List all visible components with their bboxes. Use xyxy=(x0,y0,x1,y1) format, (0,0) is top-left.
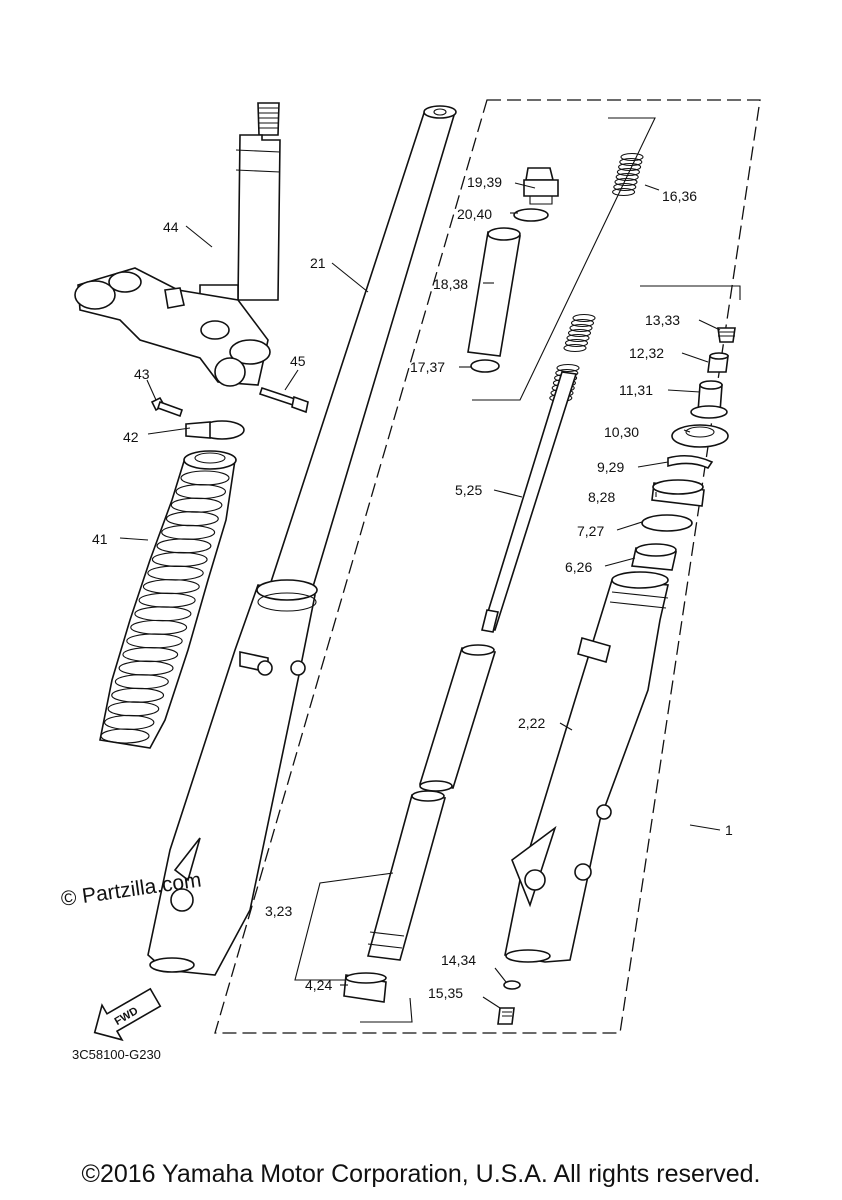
spring-coil xyxy=(616,167,640,177)
callout-4: 4,24 xyxy=(305,977,332,993)
spacer-18 xyxy=(467,227,521,357)
callout-43: 43 xyxy=(134,366,150,382)
subassembly-bracket-3 xyxy=(294,872,394,981)
copyright-footer: ©2016 Yamaha Motor Corporation, U.S.A. A… xyxy=(81,1160,761,1188)
leader-lines xyxy=(119,182,721,1009)
fork-boot xyxy=(99,450,237,749)
callout-5: 5,25 xyxy=(455,482,482,498)
spring-coil xyxy=(563,343,587,353)
callout-44: 44 xyxy=(163,219,179,235)
spring-coil xyxy=(615,172,639,182)
assembly-boundary xyxy=(214,99,761,1034)
spring-coil xyxy=(619,157,643,167)
spring-coil xyxy=(556,363,580,373)
subassembly-bracket-upper xyxy=(472,117,656,401)
boot-ribs xyxy=(100,470,230,744)
callout-3: 3,23 xyxy=(265,903,292,919)
washer-17 xyxy=(470,359,500,373)
callout-8: 8,28 xyxy=(588,489,615,505)
callout-16: 16,36 xyxy=(662,188,697,204)
callout-11: 11,31 xyxy=(619,382,653,398)
spring-coil xyxy=(572,313,596,323)
dust-seal-10 xyxy=(671,424,729,448)
bushing-11 xyxy=(690,380,728,419)
pinch-bolt-45 xyxy=(258,386,309,414)
boot-clamp-42 xyxy=(185,420,245,440)
spring-coil xyxy=(613,182,637,192)
callout-10: 10,30 xyxy=(604,424,639,440)
callout-18: 18,38 xyxy=(433,276,468,292)
clip-9 xyxy=(667,454,714,470)
cap-bolt-19 xyxy=(523,167,559,205)
spring-coil xyxy=(612,187,636,197)
damper-cylinder-upper xyxy=(418,644,497,792)
callout-19: 19,39 xyxy=(467,174,502,190)
inner-tube xyxy=(268,105,457,591)
diagram-code: 3C58100-G230 xyxy=(72,1047,161,1062)
spring-coil xyxy=(570,318,595,328)
callout-45: 45 xyxy=(290,353,306,369)
callout-12: 12,32 xyxy=(629,345,664,361)
subassembly-bracket-lower xyxy=(640,285,741,300)
damper-cylinder-3 xyxy=(366,790,447,961)
fwd-arrow-icon: FWD xyxy=(93,987,162,1042)
plug-13 xyxy=(717,327,736,343)
callout-7: 7,27 xyxy=(577,523,604,539)
callout-2: 2,22 xyxy=(518,715,545,731)
callout-1: 1 xyxy=(725,822,733,838)
callout-15: 15,35 xyxy=(428,985,463,1001)
spring-coil xyxy=(620,152,644,162)
callout-6: 6,26 xyxy=(565,559,592,575)
left-outer-tube xyxy=(147,579,318,976)
callout-20: 20,40 xyxy=(457,206,492,222)
clamp-bolt-43 xyxy=(150,396,184,418)
spring-coil xyxy=(614,177,638,187)
callout-21: 21 xyxy=(310,255,326,271)
spring-coil xyxy=(618,162,642,172)
slide-metal-6 xyxy=(631,543,677,571)
bolt-15 xyxy=(497,1007,515,1025)
collar-12 xyxy=(707,352,729,373)
callout-14: 14,34 xyxy=(441,952,476,968)
fork-spring-16 xyxy=(612,152,644,197)
spring-coil xyxy=(566,333,590,343)
damper-rod-5 xyxy=(481,371,578,633)
spring-coil xyxy=(564,338,589,348)
boot-rib xyxy=(100,728,150,744)
oil-seal-8 xyxy=(651,479,705,507)
callout-41: 41 xyxy=(92,531,108,547)
callout-17: 17,37 xyxy=(410,359,445,375)
spring-coil xyxy=(569,323,593,333)
o-ring-20 xyxy=(513,208,549,222)
callout-9: 9,29 xyxy=(597,459,624,475)
callout-42: 42 xyxy=(123,429,139,445)
washer-7 xyxy=(641,514,693,532)
slide-metal-4 xyxy=(343,972,387,1003)
outer-tube-2 xyxy=(504,571,669,963)
spring-coil xyxy=(567,328,592,338)
under-bracket xyxy=(74,267,271,387)
subassembly-bracket-4 xyxy=(360,997,413,1023)
callout-13: 13,33 xyxy=(645,312,680,328)
steering-stem xyxy=(199,102,281,301)
washer-14 xyxy=(503,980,521,990)
